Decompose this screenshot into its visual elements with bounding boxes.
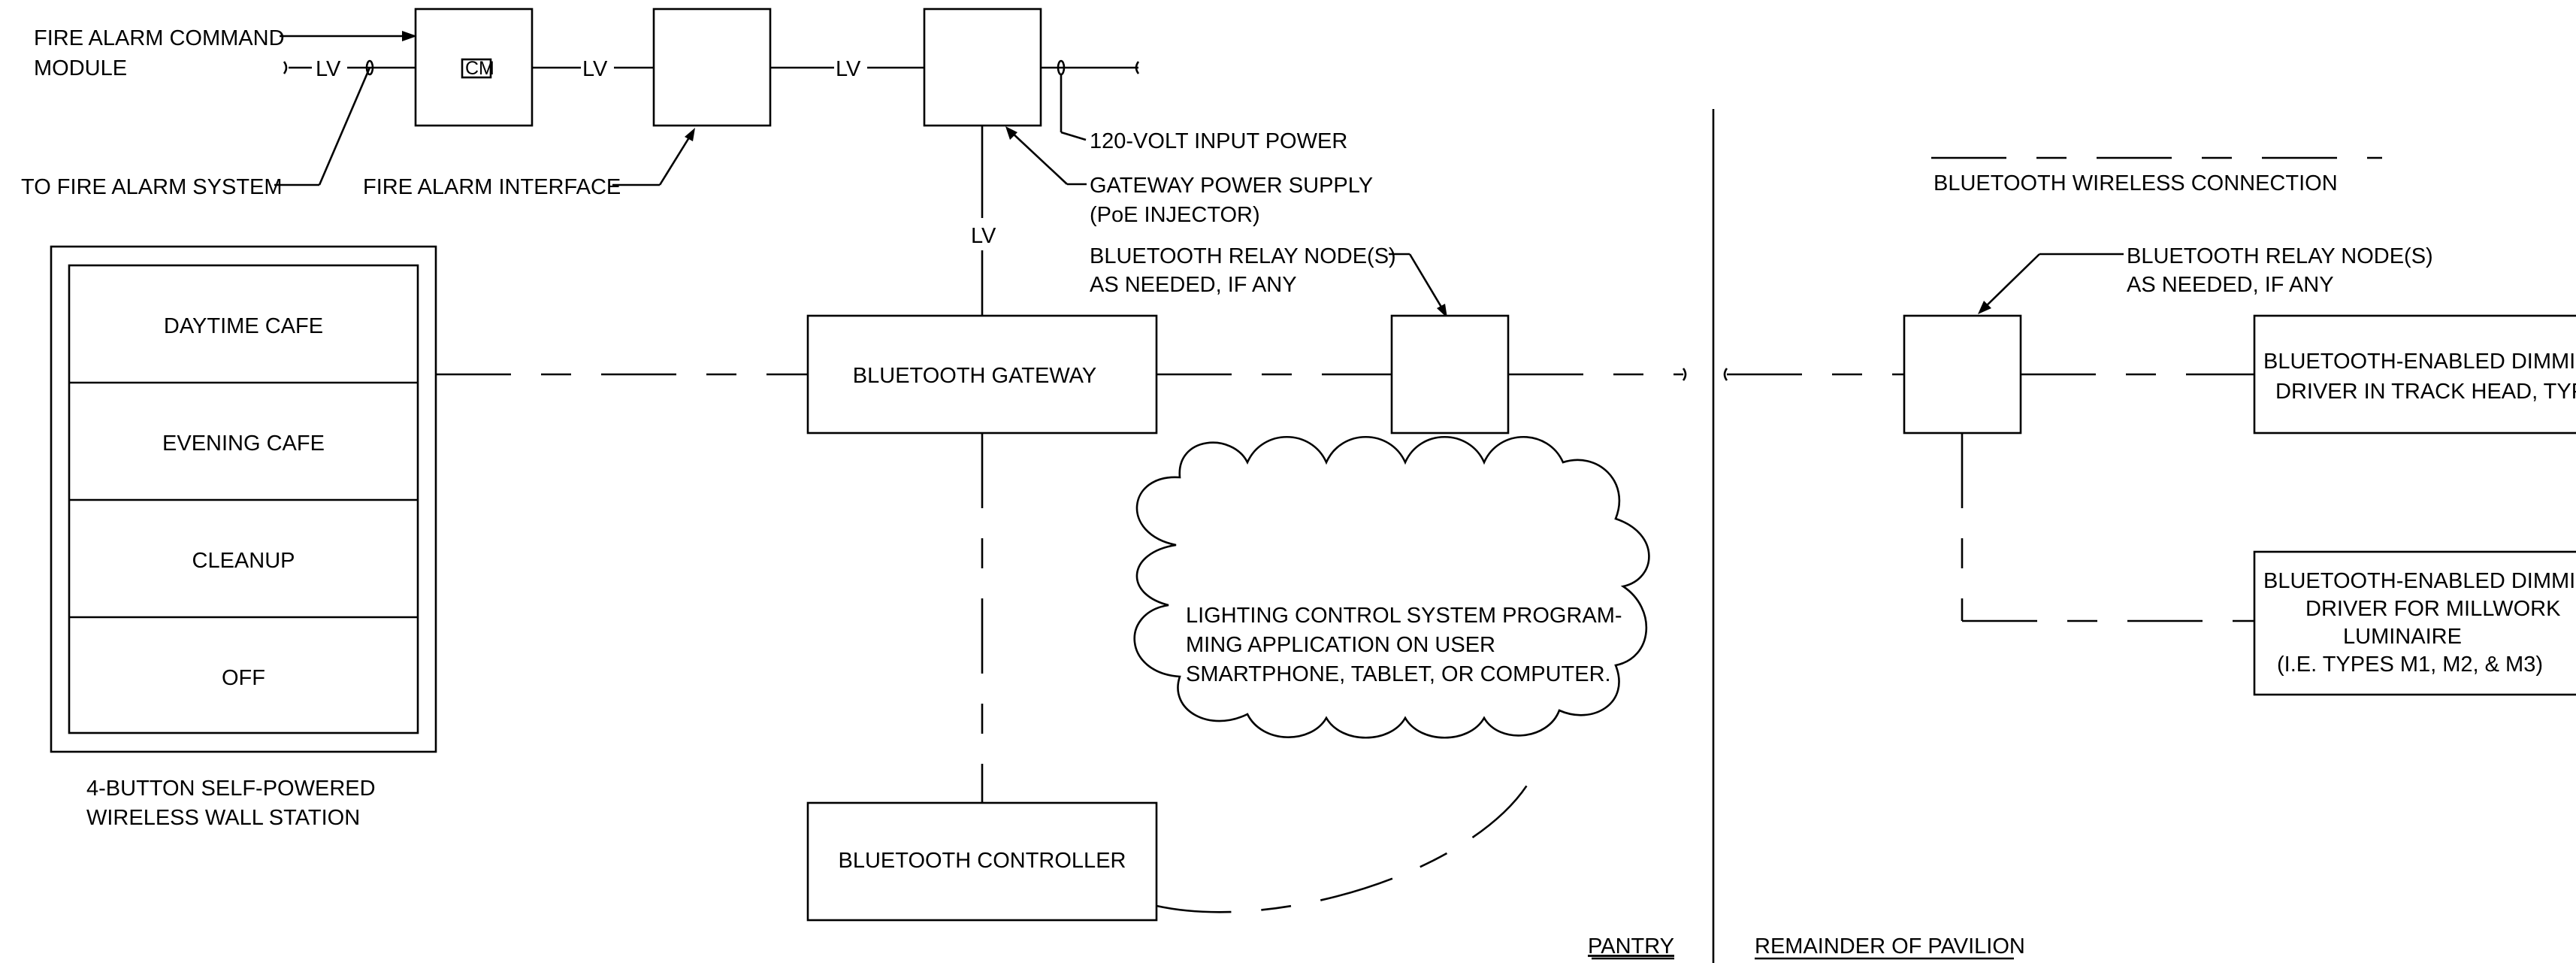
fire-alarm-interface-box (652, 8, 772, 127)
programming-app-cloud (1133, 436, 1650, 739)
relay-right-leader-d (1983, 253, 2040, 309)
cloud-text-1: LIGHTING CONTROL SYSTEM PROGRAM- (1186, 604, 1622, 628)
fire-alarm-interface-label: FIRE ALARM INTERFACE (363, 175, 621, 199)
break-symbol (1682, 368, 1687, 381)
wall-station-label-2: WIRELESS WALL STATION (86, 806, 360, 830)
relay-node-right-label-1: BLUETOOTH RELAY NODE(S) (2127, 244, 2433, 268)
gateway-power-supply-label-1: GATEWAY POWER SUPPLY (1090, 174, 1373, 198)
lv-label: LV (582, 57, 608, 81)
lv-label: LV (971, 224, 996, 248)
lv-label: LV (316, 57, 341, 81)
fai-arrowhead (685, 128, 695, 141)
to-fire-alarm-label: TO FIRE ALARM SYSTEM (21, 175, 283, 199)
gps-leader-d (1010, 131, 1068, 185)
relay-leader-d (1408, 253, 1446, 313)
button-evening-cafe: EVENING CAFE (162, 432, 325, 456)
to-fire-alarm-leader-d (318, 67, 371, 186)
wall-station-label-1: 4-BUTTON SELF-POWERED (86, 777, 376, 801)
millwork-driver-label-3: LUMINAIRE (2343, 625, 2462, 649)
button-cleanup: CLEANUP (192, 549, 295, 573)
fire-alarm-command-label-1: FIRE ALARM COMMAND (34, 26, 285, 50)
break-symbol (1723, 368, 1728, 381)
bluetooth-controller-label: BLUETOOTH CONTROLLER (839, 849, 1126, 873)
cloud-text-2: MING APPLICATION ON USER (1186, 633, 1495, 657)
millwork-driver-box (2253, 550, 2576, 696)
break-left-symbol (283, 61, 288, 74)
cm-label: CM (465, 58, 494, 79)
relay-node-label-2: AS NEEDED, IF ANY (1090, 273, 1297, 297)
relay-node-box-right (1903, 314, 2022, 435)
millwork-driver-label-1: BLUETOOTH-ENABLED DIMMIN (2263, 569, 2576, 593)
relay-node-label-1: BLUETOOTH RELAY NODE(S) (1090, 244, 1396, 268)
gateway-power-supply-label-2: (PoE INJECTOR) (1090, 203, 1260, 227)
relay-node-box-left (1390, 314, 1510, 435)
wireless-link-controller-cloud (1156, 781, 1531, 913)
cloud-text-3: SMARTPHONE, TABLET, OR COMPUTER. (1186, 662, 1611, 686)
input-power-label: 120-VOLT INPUT POWER (1090, 129, 1347, 153)
relay-arrowhead (1437, 304, 1447, 318)
gateway-power-supply-box (923, 8, 1042, 127)
wire-mark (365, 59, 374, 76)
legend-wireless-label: BLUETOOTH WIRELESS CONNECTION (1934, 171, 2338, 195)
bluetooth-controller-box (806, 801, 1158, 922)
millwork-driver-label-2: DRIVER FOR MILLWORK (2305, 597, 2561, 621)
power-wire-mark (1057, 59, 1066, 76)
cm-box (461, 58, 492, 79)
track-head-driver-box (2253, 314, 2576, 435)
millwork-driver-label-4: (I.E. TYPES M1, M2, & M3) (2277, 653, 2543, 677)
track-driver-label-1: BLUETOOTH-ENABLED DIMMIN (2263, 350, 2576, 374)
bluetooth-gateway-box (806, 314, 1158, 435)
fai-leader-d (658, 131, 694, 186)
button-daytime-cafe: DAYTIME CAFE (164, 314, 323, 338)
command-arrowhead (402, 31, 417, 41)
input-power-leader-d (1060, 131, 1087, 141)
button-off: OFF (222, 666, 265, 690)
lv-label: LV (836, 57, 861, 81)
relay-right-arrowhead (1978, 301, 1991, 314)
pantry-label: PANTRY (1588, 934, 1674, 958)
relay-node-right-label-2: AS NEEDED, IF ANY (2127, 273, 2334, 297)
remainder-of-pavilion-label: REMAINDER OF PAVILION (1755, 934, 2025, 958)
track-driver-label-2: DRIVER IN TRACK HEAD, TYP (2275, 380, 2576, 404)
gps-arrowhead (1005, 126, 1017, 140)
bluetooth-gateway-label: BLUETOOTH GATEWAY (853, 364, 1096, 388)
break-right-symbol (1135, 61, 1140, 74)
fire-alarm-command-label-2: MODULE (34, 56, 127, 80)
